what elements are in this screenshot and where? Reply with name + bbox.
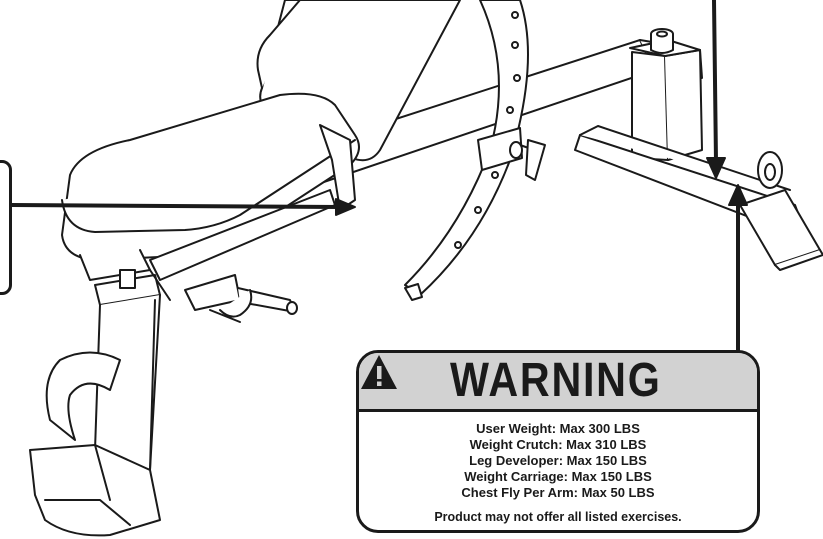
warning-line: Weight Crutch: Max 310 LBS bbox=[469, 437, 647, 452]
warning-header: WARNING bbox=[359, 353, 757, 412]
ladder-bracket bbox=[477, 127, 523, 171]
warning-triangle-icon bbox=[361, 355, 397, 389]
warning-line: Chest Fly Per Arm: Max 50 LBS bbox=[461, 485, 655, 500]
warning-label: WARNING User Weight: Max 300 LBS Weight … bbox=[356, 350, 760, 533]
warning-line: User Weight: Max 300 LBS bbox=[476, 421, 640, 436]
seat-callout-arrow bbox=[10, 203, 342, 209]
top-callout-arrow bbox=[712, 0, 718, 164]
warning-title: WARNING bbox=[450, 354, 662, 407]
warning-line: Leg Developer: Max 150 LBS bbox=[469, 453, 647, 468]
front-foot bbox=[29, 444, 161, 537]
warning-footer: Product may not offer all listed exercis… bbox=[434, 510, 682, 524]
warning-line: Weight Carriage: Max 150 LBS bbox=[464, 469, 652, 484]
left-callout-frame bbox=[0, 160, 12, 295]
warning-limits: User Weight: Max 300 LBS Weight Crutch: … bbox=[359, 421, 757, 501]
rear-foot bbox=[739, 189, 821, 266]
